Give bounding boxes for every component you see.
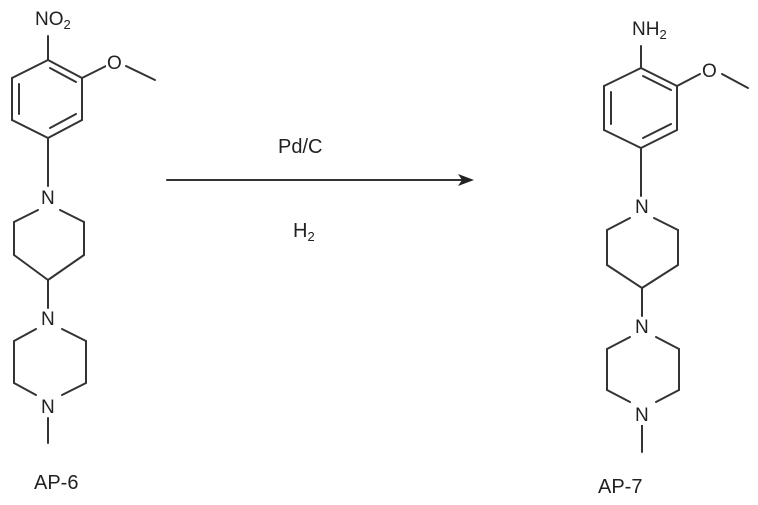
product-piperazine-nitrogen-1: N	[634, 317, 650, 338]
reagent-hydrogen: H2	[293, 220, 315, 244]
reactant-piperidine-ring	[13, 209, 85, 309]
product-piperazine-ring	[606, 336, 680, 453]
reactant-piperazine-nitrogen-2: N	[40, 397, 56, 418]
arrow-head-icon	[458, 174, 474, 186]
reactant-label: AP-6	[34, 472, 79, 494]
product-piperazine-nitrogen-2: N	[634, 405, 650, 426]
reactant-piperazine-ring	[13, 328, 87, 444]
reagent-catalyst: Pd/C	[278, 136, 323, 158]
product-methoxy-oxygen: O	[701, 61, 718, 82]
reactant-benzene-ring	[11, 35, 156, 187]
product-piperidine-nitrogen: N	[634, 197, 650, 218]
product-amino-group: NH2	[631, 19, 668, 42]
product-benzene-ring	[603, 45, 749, 197]
product-piperidine-ring	[606, 217, 679, 317]
reactant-nitro-group: NO2	[34, 9, 72, 32]
product-label: AP-7	[598, 476, 643, 498]
reactant-methoxy-oxygen: O	[106, 53, 123, 74]
reactant-piperidine-nitrogen: N	[40, 188, 56, 209]
reactant-piperazine-nitrogen-1: N	[40, 309, 56, 330]
